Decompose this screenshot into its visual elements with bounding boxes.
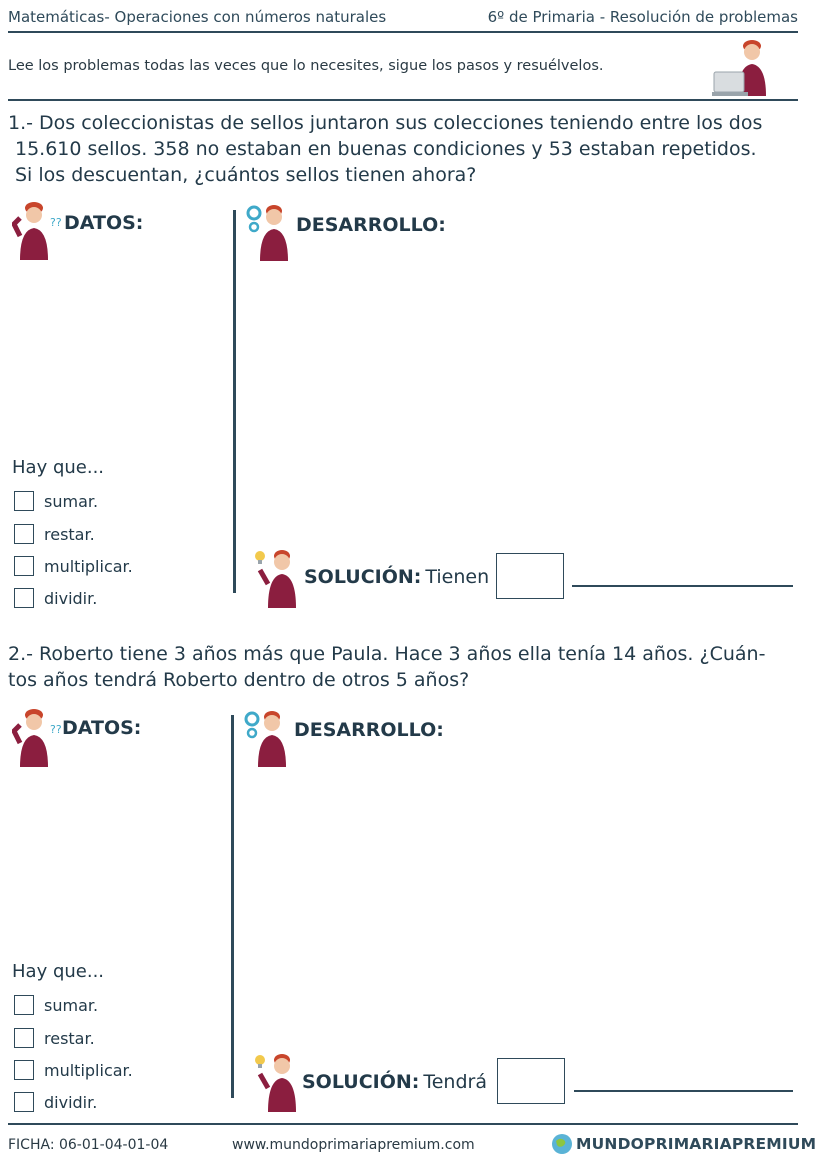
instructions: Lee los problemas todas las veces que lo… [8, 58, 604, 74]
checkbox[interactable] [14, 1092, 34, 1112]
problem-1-line-2: 15.610 sellos. 358 no estaban en buenas … [15, 138, 757, 160]
answer-box[interactable] [497, 1058, 565, 1104]
idea-character-icon [252, 1052, 298, 1112]
header-grade: 6º de Primaria - Resolución de problemas [487, 8, 798, 26]
laptop-character-icon [712, 36, 772, 98]
option-dividir[interactable]: dividir. [14, 1089, 97, 1115]
section-divider [231, 715, 234, 1098]
datos-label: DATOS: [64, 212, 144, 234]
solucion-row: SOLUCIÓN: Tendrá [302, 1071, 487, 1093]
gear-character-icon [246, 203, 290, 261]
option-label: restar. [44, 524, 95, 544]
checkbox[interactable] [14, 1028, 34, 1048]
option-label: restar. [44, 1028, 95, 1048]
hay-que-label: Hay que... [12, 457, 105, 478]
option-sumar[interactable]: sumar. [14, 488, 98, 514]
checkbox[interactable] [14, 491, 34, 511]
option-restar[interactable]: restar. [14, 521, 95, 547]
option-label: dividir. [44, 1092, 98, 1112]
svg-text:??: ?? [50, 723, 62, 736]
checkbox[interactable] [14, 1060, 34, 1080]
globe-icon [551, 1133, 573, 1155]
option-label: multiplicar. [44, 1060, 133, 1080]
solucion-word: Tendrá [423, 1071, 487, 1093]
footer-rule [8, 1123, 798, 1125]
option-restar[interactable]: restar. [14, 1025, 95, 1051]
problem-2-text: 2.- Roberto tiene 3 años más que Paula. … [8, 641, 798, 693]
problem-1-text: 1.- Dos coleccionistas de sellos juntaro… [8, 110, 798, 188]
option-label: dividir. [44, 588, 98, 608]
thinking-character-icon: ?? [12, 202, 64, 260]
option-multiplicar[interactable]: multiplicar. [14, 1057, 133, 1083]
option-label: sumar. [44, 995, 99, 1015]
header-rule [8, 31, 798, 33]
answer-box[interactable] [496, 553, 564, 599]
gear-character-icon [244, 709, 288, 767]
option-dividir[interactable]: dividir. [14, 585, 97, 611]
problem-2-line-2: tos años tendrá Roberto dentro de otros … [8, 669, 470, 691]
section-divider [233, 210, 236, 593]
solucion-label: SOLUCIÓN: [304, 566, 422, 588]
option-multiplicar[interactable]: multiplicar. [14, 553, 133, 579]
hay-que-label: Hay que... [12, 961, 105, 982]
desarrollo-label: DESARROLLO: [296, 214, 446, 236]
solucion-label: SOLUCIÓN: [302, 1071, 420, 1093]
thinking-character-icon: ?? [12, 709, 64, 767]
solucion-word: Tienen [425, 566, 490, 588]
problem-1-line-1: 1.- Dos coleccionistas de sellos juntaro… [8, 112, 763, 134]
desarrollo-label: DESARROLLO: [294, 719, 444, 741]
option-label: sumar. [44, 491, 99, 511]
problem-1-line-3: Si los descuentan, ¿cuántos sellos tiene… [15, 164, 477, 186]
checkbox[interactable] [14, 556, 34, 576]
answer-line[interactable] [572, 585, 793, 587]
datos-label: DATOS: [62, 717, 142, 739]
option-sumar[interactable]: sumar. [14, 992, 98, 1018]
checkbox[interactable] [14, 524, 34, 544]
instructions-rule [8, 99, 798, 101]
checkbox[interactable] [14, 588, 34, 608]
ficha-code: FICHA: 06-01-04-01-04 [8, 1137, 169, 1153]
svg-text:??: ?? [50, 216, 62, 229]
solucion-row: SOLUCIÓN: Tienen [304, 566, 489, 588]
brand-premium: PREMIUM [731, 1135, 817, 1153]
website-link[interactable]: www.mundoprimariapremium.com [232, 1137, 475, 1153]
idea-character-icon [252, 548, 298, 608]
problem-2-line-1: 2.- Roberto tiene 3 años más que Paula. … [8, 643, 766, 665]
checkbox[interactable] [14, 995, 34, 1015]
header-subject: Matemáticas- Operaciones con números nat… [8, 8, 387, 26]
answer-line[interactable] [574, 1090, 793, 1092]
option-label: multiplicar. [44, 556, 133, 576]
brand-name: MUNDOPRIMARIA [576, 1135, 732, 1153]
